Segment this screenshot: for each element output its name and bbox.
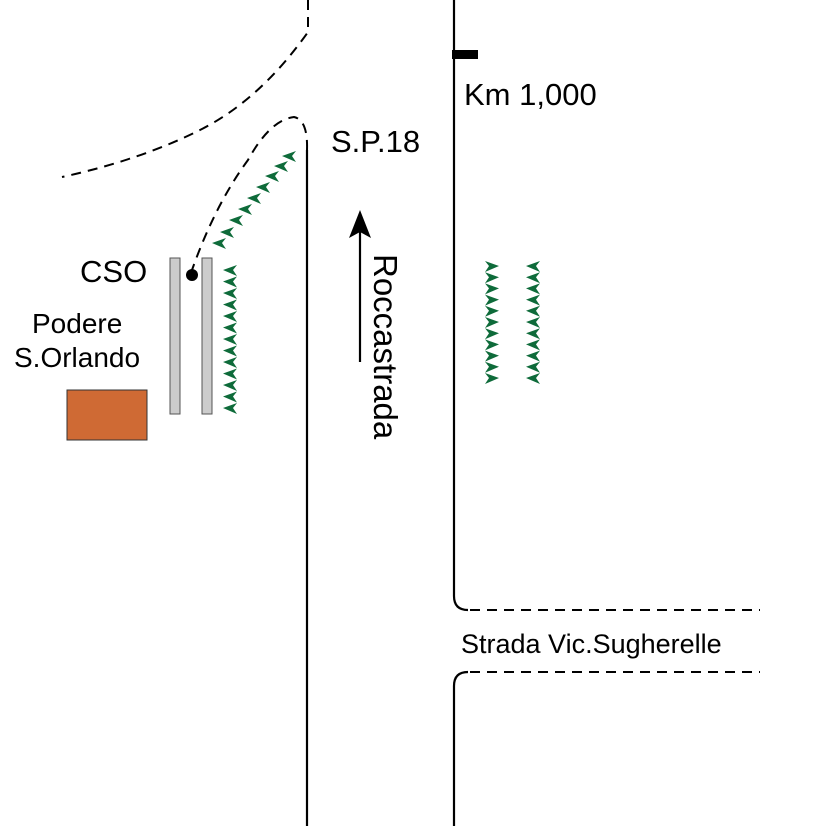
km-post-icon <box>452 50 478 59</box>
green-triangle-icon <box>220 227 234 238</box>
green-triangle-icon <box>238 204 252 215</box>
green-triangle-icon <box>256 182 270 193</box>
tree-markers <box>212 151 540 414</box>
green-triangle-icon <box>526 339 540 351</box>
green-triangle-icon <box>526 317 540 328</box>
green-triangle-icon <box>229 215 243 226</box>
green-triangle-icon <box>485 317 499 328</box>
direction-label: Roccastrada <box>367 254 404 440</box>
green-triangle-icon <box>526 294 540 306</box>
filled-dot-icon <box>186 269 198 281</box>
green-triangle-icon <box>485 261 499 272</box>
green-triangle-icon <box>526 373 540 384</box>
green-triangle-icon <box>223 311 237 322</box>
green-triangle-icon <box>223 403 237 414</box>
green-triangle-icon <box>485 283 499 295</box>
green-triangle-icon <box>223 345 237 357</box>
green-triangle-icon <box>485 361 499 373</box>
green-triangle-icon <box>223 265 237 276</box>
road-name-label: S.P.18 <box>331 124 420 159</box>
green-triangle-icon <box>212 238 226 249</box>
green-triangle-icon <box>223 288 237 299</box>
green-triangle-icon <box>223 322 237 334</box>
farm-label-line2: S.Orlando <box>14 342 140 373</box>
green-triangle-icon <box>282 151 296 162</box>
green-triangle-icon <box>247 193 261 204</box>
green-triangle-icon <box>485 328 499 340</box>
building-podere <box>66 389 148 441</box>
road-right-edge-north <box>452 0 469 612</box>
green-triangle-icon <box>223 276 237 288</box>
green-triangle-icon <box>265 171 279 182</box>
green-triangle-icon <box>526 283 540 295</box>
arrow-up-icon <box>349 210 371 362</box>
green-triangle-icon <box>526 350 540 362</box>
green-triangle-icon <box>526 361 540 373</box>
green-triangle-icon <box>485 272 499 284</box>
green-triangle-icon <box>526 328 540 340</box>
green-triangle-icon <box>223 380 237 391</box>
green-triangle-icon <box>223 391 237 403</box>
dashed-access-curve <box>191 115 309 271</box>
green-triangle-icon <box>274 161 288 172</box>
green-triangle-icon <box>526 261 540 272</box>
green-triangle-icon <box>223 334 237 345</box>
green-triangle-icon <box>485 305 499 317</box>
barrier-left <box>169 257 181 415</box>
green-triangle-icon <box>223 299 237 311</box>
green-triangle-icon <box>526 305 540 317</box>
side-road-label: Strada Vic.Sugherelle <box>461 629 722 659</box>
barrier-right <box>201 257 213 415</box>
green-triangle-icon <box>223 357 237 368</box>
farm-label-line1: Podere <box>32 308 122 339</box>
cso-label: CSO <box>80 254 147 289</box>
green-triangle-icon <box>485 339 499 351</box>
green-triangle-icon <box>485 373 499 384</box>
green-triangle-icon <box>485 294 499 306</box>
green-triangle-icon <box>485 350 499 362</box>
dashed-track-northwest <box>61 0 309 178</box>
km-label: Km 1,000 <box>464 77 597 112</box>
green-triangle-icon <box>223 368 237 380</box>
road-right-edge-south <box>452 670 469 826</box>
green-triangle-icon <box>526 272 540 284</box>
